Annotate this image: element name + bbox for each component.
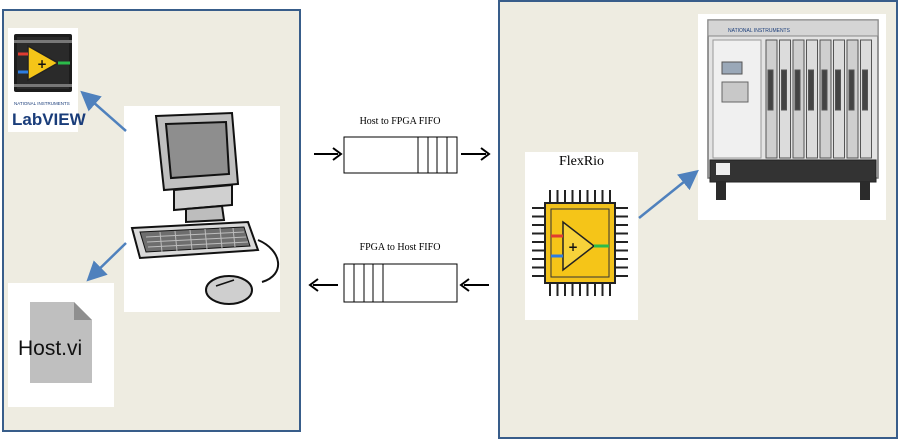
labview-logo-text: LabVIEW <box>12 110 87 129</box>
document-icon <box>30 302 92 383</box>
slot-connector <box>767 69 774 111</box>
svg-text:+: + <box>37 57 47 71</box>
computer-to-hostvi-arrow <box>86 242 127 282</box>
pxi-chassis-icon <box>707 19 879 200</box>
host-to-fpga-fifo <box>314 136 491 174</box>
slot-connector <box>835 69 841 111</box>
labview-brand-text: NATIONAL INSTRUMENTS <box>14 101 70 106</box>
slot-connector <box>794 69 801 111</box>
fpga-chip-icon: + <box>532 190 628 296</box>
keyboard-keys <box>145 227 249 253</box>
fpga-to-host-fifo <box>308 263 489 303</box>
host-vi-label: Host.vi <box>18 337 83 360</box>
slot-connector <box>821 69 828 111</box>
computer-to-labview-arrow <box>80 90 127 132</box>
flexrio-label: FlexRio <box>558 154 605 169</box>
svg-text:+: + <box>568 240 578 254</box>
slot-connector <box>808 69 814 111</box>
flexrio-to-pxi-arrow <box>638 169 699 219</box>
slot-connector <box>848 69 855 111</box>
host-to-fpga-fifo-label: Host to FPGA FIFO <box>359 116 441 127</box>
labview-logo-icon: + <box>14 34 72 92</box>
fpga-to-host-fifo-label: FPGA to Host FIFO <box>359 242 441 253</box>
slot-connector <box>781 69 787 111</box>
chassis-brand-text: NATIONAL INSTRUMENTS <box>728 28 791 34</box>
slot-connector <box>862 69 868 111</box>
computer-icon <box>130 111 280 305</box>
